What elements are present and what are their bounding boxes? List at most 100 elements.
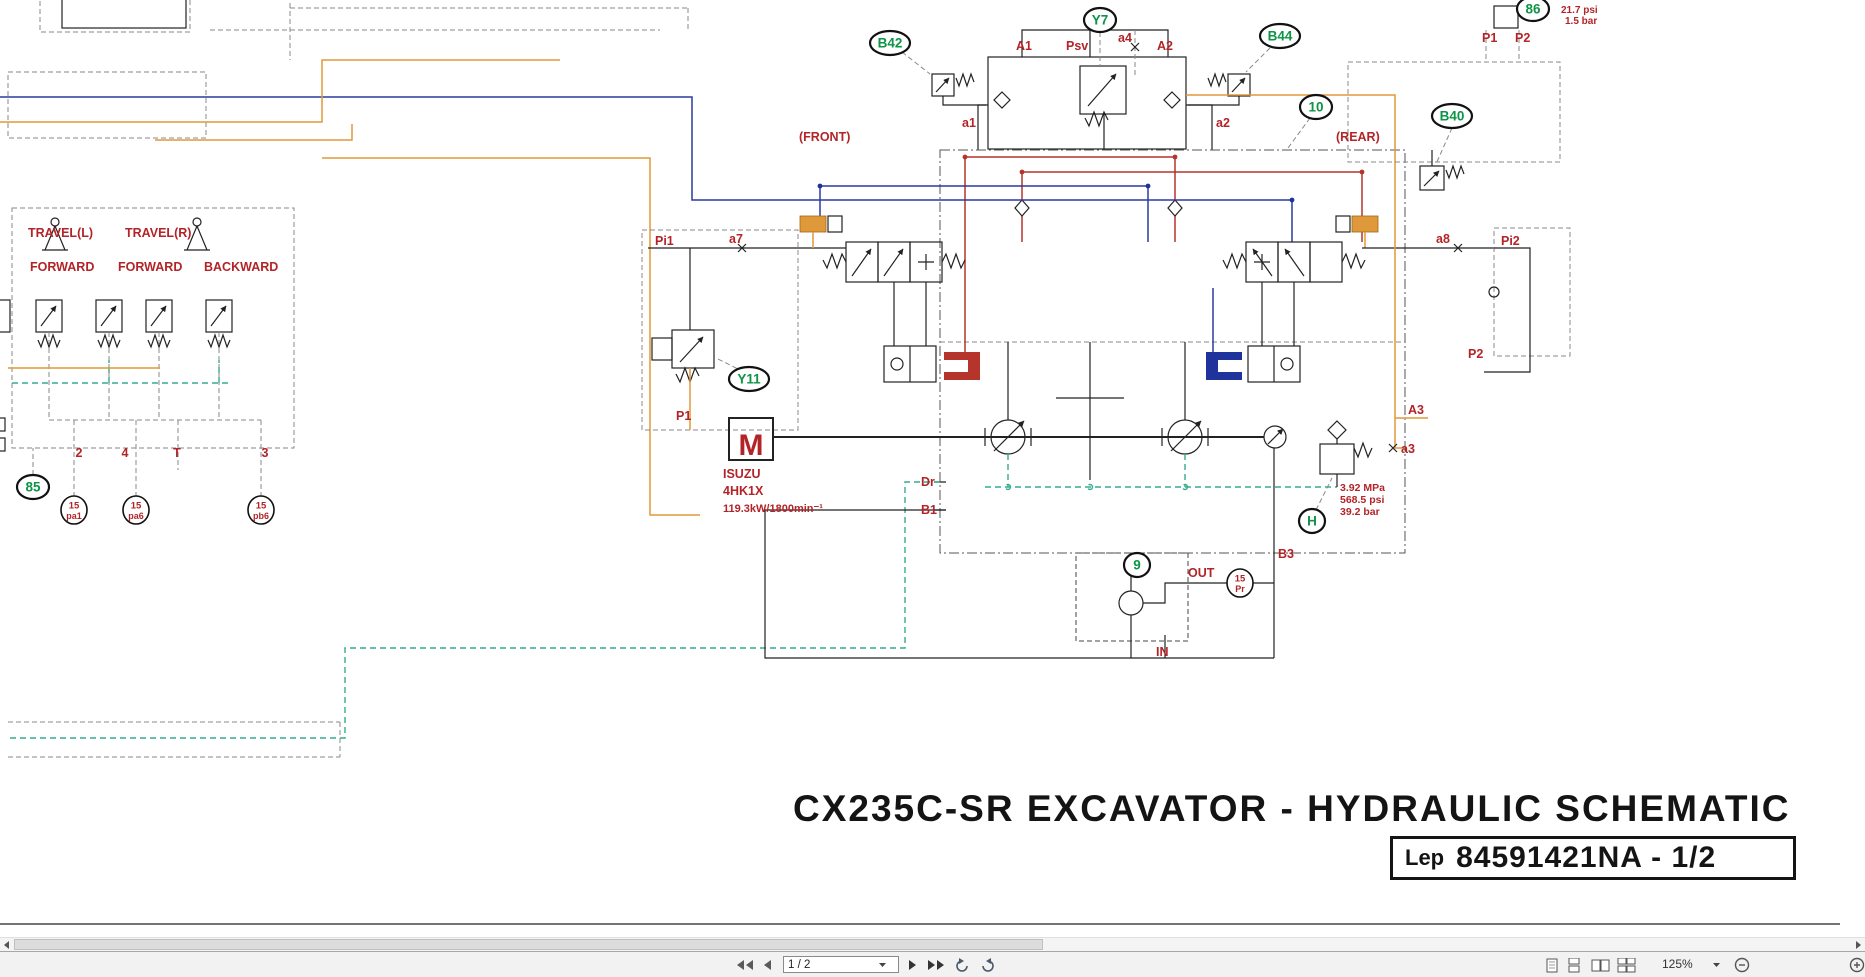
single-page-view-button[interactable] — [1544, 956, 1560, 974]
badge-ellipse — [1082, 6, 1118, 34]
page-number-input[interactable] — [788, 958, 878, 971]
scroll-left-button[interactable] — [0, 939, 14, 951]
zoom-level-value[interactable]: 125% — [1662, 957, 1693, 971]
previous-view-icon — [956, 958, 968, 972]
port-size: 15 — [256, 501, 267, 512]
badge-text: 9 — [1133, 558, 1141, 573]
badge-y11: Y11 — [727, 365, 771, 393]
suction-return-lines — [8, 448, 1275, 758]
label-p2: P2 — [1468, 347, 1483, 361]
badge-ellipse — [15, 473, 51, 501]
label-2: 2 — [76, 446, 83, 460]
badge-9: 9 — [1122, 551, 1152, 579]
label-3-92-mpa: 3.92 MPa — [1340, 482, 1385, 494]
continuous-view-button[interactable] — [1566, 956, 1582, 974]
badge-h: H — [1297, 507, 1327, 535]
page-field-dropdown-icon[interactable] — [878, 962, 887, 968]
next-view-icon — [982, 958, 994, 972]
label-p1: P1 — [1482, 31, 1497, 45]
horizontal-scrollbar[interactable] — [0, 937, 1865, 951]
previous-page-button[interactable] — [760, 956, 774, 974]
badge-ellipse — [1298, 93, 1334, 121]
next-view-button[interactable] — [978, 956, 996, 974]
facing-pages-view-button[interactable] — [1590, 956, 1610, 974]
badge-ellipse — [1122, 551, 1152, 579]
label-b3: B3 — [1278, 547, 1294, 561]
badge-text: H — [1307, 514, 1317, 529]
scroll-right-button[interactable] — [1851, 939, 1865, 951]
port-size: 15 — [69, 501, 80, 512]
badge-ellipse — [1258, 22, 1302, 50]
continuous-view-icon — [1568, 957, 1580, 972]
port-size: 15 — [131, 501, 142, 512]
badge-b42: B42 — [868, 29, 912, 57]
badge-ellipse — [1297, 507, 1327, 535]
pump-regulator-top — [901, 29, 1271, 150]
part-number-box: Lep 84591421NA - 1/2 — [1390, 836, 1796, 880]
label-a8: a8 — [1436, 232, 1450, 246]
badge-text: 86 — [1525, 2, 1541, 17]
label-b1: B1 — [921, 503, 937, 517]
zoom-out-icon — [1734, 957, 1750, 973]
label-forward: FORWARD — [30, 260, 94, 274]
last-page-icon — [928, 960, 944, 970]
label-21-7-psi: 21.7 psi — [1561, 5, 1598, 16]
badge-y7: Y7 — [1082, 6, 1118, 34]
zoom-out-button[interactable] — [1734, 956, 1750, 974]
badge-text: Y11 — [737, 372, 761, 387]
previous-page-icon — [764, 960, 771, 970]
schematic-title: CX235C-SR EXCAVATOR - HYDRAULIC SCHEMATI… — [793, 788, 1791, 829]
badge-text: 10 — [1308, 100, 1323, 115]
label-out: OUT — [1188, 566, 1215, 580]
h-scrollbar-thumb[interactable] — [14, 939, 1043, 950]
badge-ellipse — [727, 365, 771, 393]
label-3: 3 — [262, 446, 269, 460]
next-page-button[interactable] — [906, 956, 920, 974]
badge-10: 10 — [1298, 93, 1334, 121]
port-ellipse — [60, 495, 88, 525]
label-a3: a3 — [1401, 442, 1415, 456]
page-number-field[interactable] — [783, 956, 899, 973]
label-a2: A2 — [1157, 39, 1173, 53]
zoom-dropdown-button[interactable] — [1710, 956, 1722, 974]
first-page-button[interactable] — [733, 956, 757, 974]
next-page-icon — [909, 960, 916, 970]
label-isuzu: ISUZU — [723, 467, 761, 481]
right-side-piping — [1186, 94, 1571, 453]
label-pi1: Pi1 — [655, 234, 674, 248]
bottom-toolbar: 125% — [0, 951, 1865, 977]
continuous-facing-view-button[interactable] — [1616, 956, 1636, 974]
label-a3: A3 — [1408, 403, 1424, 417]
badge-b40: B40 — [1430, 102, 1474, 130]
previous-view-button[interactable] — [954, 956, 972, 974]
badge-86: 86 — [1515, 0, 1551, 23]
label-travel-r: TRAVEL(R) — [125, 226, 191, 240]
port-ellipse — [122, 495, 150, 525]
label-in: IN — [1156, 645, 1169, 659]
engine-m: M — [739, 429, 764, 462]
control-valve-right — [1206, 215, 1379, 383]
port-name: pa6 — [128, 511, 144, 521]
label-pi2: Pi2 — [1501, 234, 1520, 248]
label-a1: A1 — [1016, 39, 1032, 53]
label-39-2-bar: 39.2 bar — [1340, 506, 1380, 518]
port-name: pb6 — [253, 511, 269, 521]
label-119-3kw-1800min: 119.3kW/1800min⁻¹ — [723, 503, 823, 515]
badge-ellipse — [1430, 102, 1474, 130]
engine-and-pumps — [728, 342, 1337, 491]
label-4hk1x: 4HK1X — [723, 484, 764, 498]
facing-pages-icon — [1591, 959, 1609, 971]
single-page-icon — [1546, 958, 1558, 972]
first-page-icon — [737, 960, 753, 970]
scroll-left-icon — [4, 941, 9, 949]
badge-b44: B44 — [1258, 22, 1302, 50]
zoom-in-button[interactable] — [1849, 956, 1865, 974]
label-dr: Dr — [921, 475, 935, 489]
label-forward: FORWARD — [118, 260, 182, 274]
label-4: 4 — [122, 446, 129, 460]
last-page-button[interactable] — [924, 956, 948, 974]
